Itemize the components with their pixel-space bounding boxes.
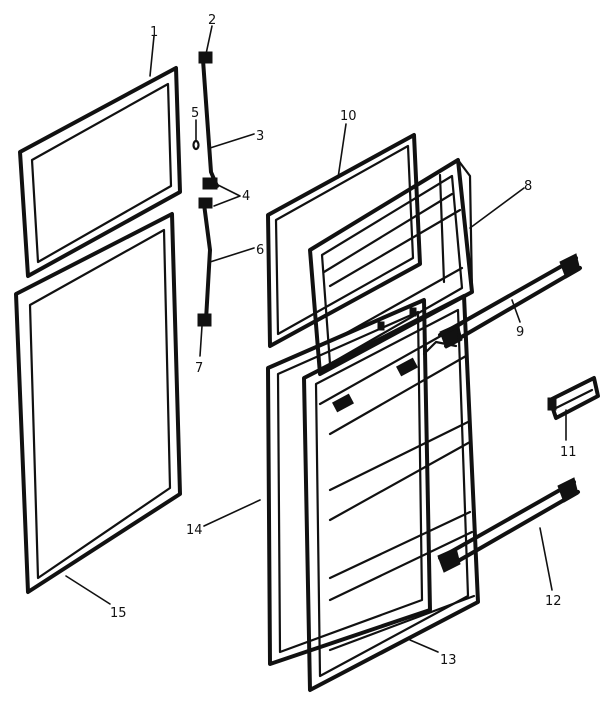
leader-9 — [511, 299, 521, 323]
leader-8 — [469, 187, 525, 229]
callout-10: 10 — [340, 109, 357, 124]
leader-15 — [65, 575, 111, 605]
leader-10 — [337, 123, 347, 179]
part-6-7-lower-hinge — [197, 197, 213, 327]
leader-lines — [65, 25, 567, 653]
callout-4: 4 — [242, 189, 250, 204]
callout-8: 8 — [524, 179, 532, 194]
callout-9: 9 — [516, 325, 524, 340]
part-13-lower-liner — [302, 294, 480, 692]
part-14-lower-gasket — [266, 298, 432, 666]
lower-hinge-bottom-block — [197, 313, 212, 327]
part-12-lower-bar — [437, 477, 580, 573]
callout-2: 2 — [208, 13, 216, 28]
lower-bar-end-right — [557, 477, 579, 503]
leader-1 — [149, 35, 155, 77]
part-5-bushing — [192, 139, 200, 151]
callout-15: 15 — [110, 606, 127, 621]
leader-2 — [205, 25, 213, 55]
part-1-upper-panel — [18, 66, 182, 278]
leader-13 — [409, 639, 439, 653]
callout-3: 3 — [256, 129, 264, 144]
part-10-upper-gasket — [266, 133, 422, 348]
callout-5: 5 — [191, 106, 199, 121]
leader-12 — [539, 527, 553, 591]
leader-6 — [209, 247, 255, 263]
part-11-retainer — [547, 376, 600, 420]
callout-14: 14 — [186, 523, 203, 538]
part-15-lower-panel — [14, 212, 182, 594]
callout-11: 11 — [560, 445, 577, 460]
leader-14 — [203, 499, 261, 527]
liner-rail-clip-right — [396, 357, 418, 377]
callout-12: 12 — [545, 594, 562, 609]
shelf-bar-end-right — [559, 253, 581, 279]
callout-1: 1 — [150, 25, 158, 40]
part-2-3-5-upper-hinge — [192, 51, 219, 190]
callout-labels: 1 2 3 4 5 6 7 8 9 10 11 12 13 14 15 — [110, 13, 577, 668]
part-9-shelf-bar — [438, 253, 582, 349]
leader-4 — [213, 183, 241, 207]
leader-3 — [209, 133, 255, 149]
lower-bar-end-left — [437, 547, 461, 573]
hinge-bottom-block — [202, 177, 218, 190]
part-8-upper-liner — [308, 158, 474, 376]
hinge-top-block — [198, 51, 213, 64]
retainer-end — [547, 397, 557, 411]
callout-7: 7 — [195, 361, 203, 376]
leader-7 — [199, 325, 203, 357]
lower-hinge-top-block — [198, 197, 213, 209]
liner-rail-clip-left — [332, 393, 354, 413]
callout-6: 6 — [256, 243, 264, 258]
callout-13: 13 — [440, 653, 457, 668]
